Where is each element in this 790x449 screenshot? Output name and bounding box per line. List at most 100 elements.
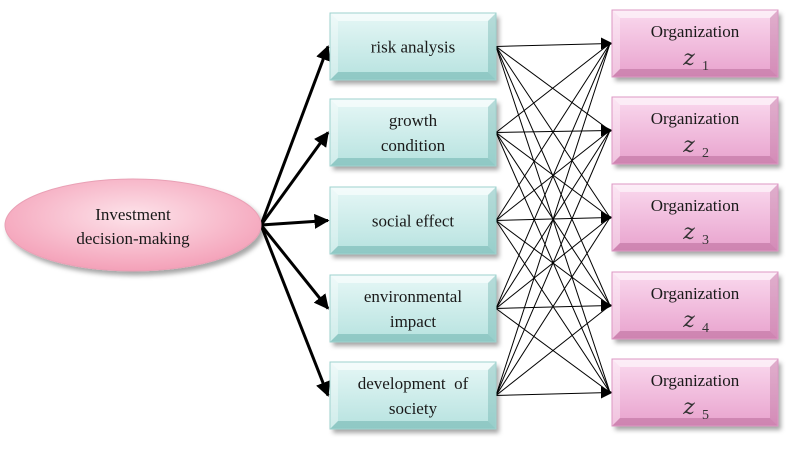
box-bevel-left bbox=[330, 187, 338, 254]
box-bevel-right bbox=[488, 99, 496, 166]
organization-index: 2 bbox=[702, 146, 709, 161]
criterion-box-1: risk analysis bbox=[329, 12, 497, 81]
criterion-5-to-organization-1-line bbox=[495, 43, 611, 396]
box-body bbox=[612, 10, 778, 77]
box-body bbox=[612, 359, 778, 426]
box-bevel-left bbox=[612, 97, 620, 164]
box-border bbox=[329, 361, 497, 430]
organization-symbol: z bbox=[682, 46, 695, 71]
box-border bbox=[611, 9, 779, 78]
box-body bbox=[612, 97, 778, 164]
criterion-5-to-organization-4-line bbox=[495, 305, 611, 396]
box-body bbox=[330, 99, 496, 166]
source-to-criterion-arrow-2 bbox=[259, 131, 330, 226]
box-bevel-top bbox=[612, 184, 778, 192]
box-bevel-top bbox=[330, 13, 496, 21]
box-bevel-left bbox=[612, 10, 620, 77]
organization-label: Organization bbox=[651, 109, 740, 128]
organization-label: Organization bbox=[651, 284, 740, 303]
box-body bbox=[612, 272, 778, 339]
box-bevel-bottom bbox=[612, 69, 778, 77]
criterion-4-to-organization-1-line bbox=[495, 43, 611, 309]
box-bevel-top bbox=[330, 275, 496, 283]
box-bevel-bottom bbox=[330, 421, 496, 429]
organization-index: 5 bbox=[702, 408, 709, 423]
box-bevel-right bbox=[770, 97, 778, 164]
box-bevel-right bbox=[488, 13, 496, 80]
box-border bbox=[611, 358, 779, 427]
criterion-5-to-organization-2-line bbox=[495, 130, 611, 396]
criterion-3-to-organization-1-line bbox=[495, 43, 611, 221]
box-bevel-bottom bbox=[612, 156, 778, 164]
box-bevel-left bbox=[612, 184, 620, 251]
organization-label: Organization bbox=[651, 22, 740, 41]
organization-3-arrowhead bbox=[601, 211, 613, 224]
box-bevel-bottom bbox=[330, 72, 496, 80]
box-border bbox=[329, 274, 497, 343]
box-bevel-left bbox=[330, 13, 338, 80]
criterion-box-5: development of society bbox=[329, 361, 497, 430]
box-border bbox=[611, 96, 779, 165]
organization-index: 1 bbox=[702, 59, 709, 74]
criterion-label-line-1: growth bbox=[389, 111, 438, 130]
criterion-label: social effect bbox=[372, 212, 455, 231]
criterion-5-to-organization-5-line bbox=[495, 392, 611, 396]
criterion-label-line-1: environmental bbox=[364, 287, 462, 306]
box-border bbox=[329, 186, 497, 255]
criterion-2-to-organization-1-line bbox=[495, 43, 611, 133]
box-bevel-top bbox=[330, 99, 496, 107]
box-bevel-right bbox=[770, 272, 778, 339]
box-bevel-right bbox=[770, 184, 778, 251]
box-bevel-right bbox=[488, 362, 496, 429]
organization-symbol: z bbox=[682, 308, 695, 333]
box-bevel-left bbox=[330, 99, 338, 166]
box-bevel-bottom bbox=[612, 418, 778, 426]
organization-2-arrowhead bbox=[601, 124, 613, 137]
box-bevel-top bbox=[330, 187, 496, 195]
organization-symbol: z bbox=[682, 133, 695, 158]
organization-label: Organization bbox=[651, 196, 740, 215]
organization-index: 3 bbox=[702, 233, 709, 248]
box-bevel-bottom bbox=[612, 331, 778, 339]
box-bevel-left bbox=[612, 272, 620, 339]
box-bevel-top bbox=[612, 10, 778, 18]
box-bevel-top bbox=[612, 359, 778, 367]
box-body bbox=[330, 362, 496, 429]
box-bevel-right bbox=[770, 359, 778, 426]
organization-1-arrowhead bbox=[601, 37, 613, 50]
box-bevel-left bbox=[330, 362, 338, 429]
box-border bbox=[611, 271, 779, 340]
box-bevel-top bbox=[612, 97, 778, 105]
source-to-criterion-arrow-5 bbox=[259, 224, 331, 397]
criterion-label: risk analysis bbox=[371, 38, 456, 57]
box-body bbox=[612, 184, 778, 251]
box-bevel-top bbox=[330, 362, 496, 370]
box-bevel-bottom bbox=[612, 243, 778, 251]
organization-label: Organization bbox=[651, 371, 740, 390]
box-bevel-left bbox=[612, 359, 620, 426]
source-to-criterion-arrow-3 bbox=[260, 213, 330, 229]
box-bevel-bottom bbox=[330, 334, 496, 342]
organization-symbol: z bbox=[682, 220, 695, 245]
box-body bbox=[330, 13, 496, 80]
box-bevel-right bbox=[770, 10, 778, 77]
criterion-label-line-1: development of bbox=[358, 374, 469, 393]
organization-5-arrowhead bbox=[601, 386, 613, 399]
box-border bbox=[329, 98, 497, 167]
source-label-line-1: Investment bbox=[95, 205, 171, 224]
box-bevel-top bbox=[612, 272, 778, 280]
criterion-label-line-2: society bbox=[389, 399, 438, 418]
criterion-box-3: social effect bbox=[329, 186, 497, 255]
box-bevel-left bbox=[330, 275, 338, 342]
criterion-5-to-organization-3-line bbox=[495, 217, 611, 396]
organization-4-arrowhead bbox=[601, 299, 613, 312]
box-bevel-right bbox=[488, 275, 496, 342]
